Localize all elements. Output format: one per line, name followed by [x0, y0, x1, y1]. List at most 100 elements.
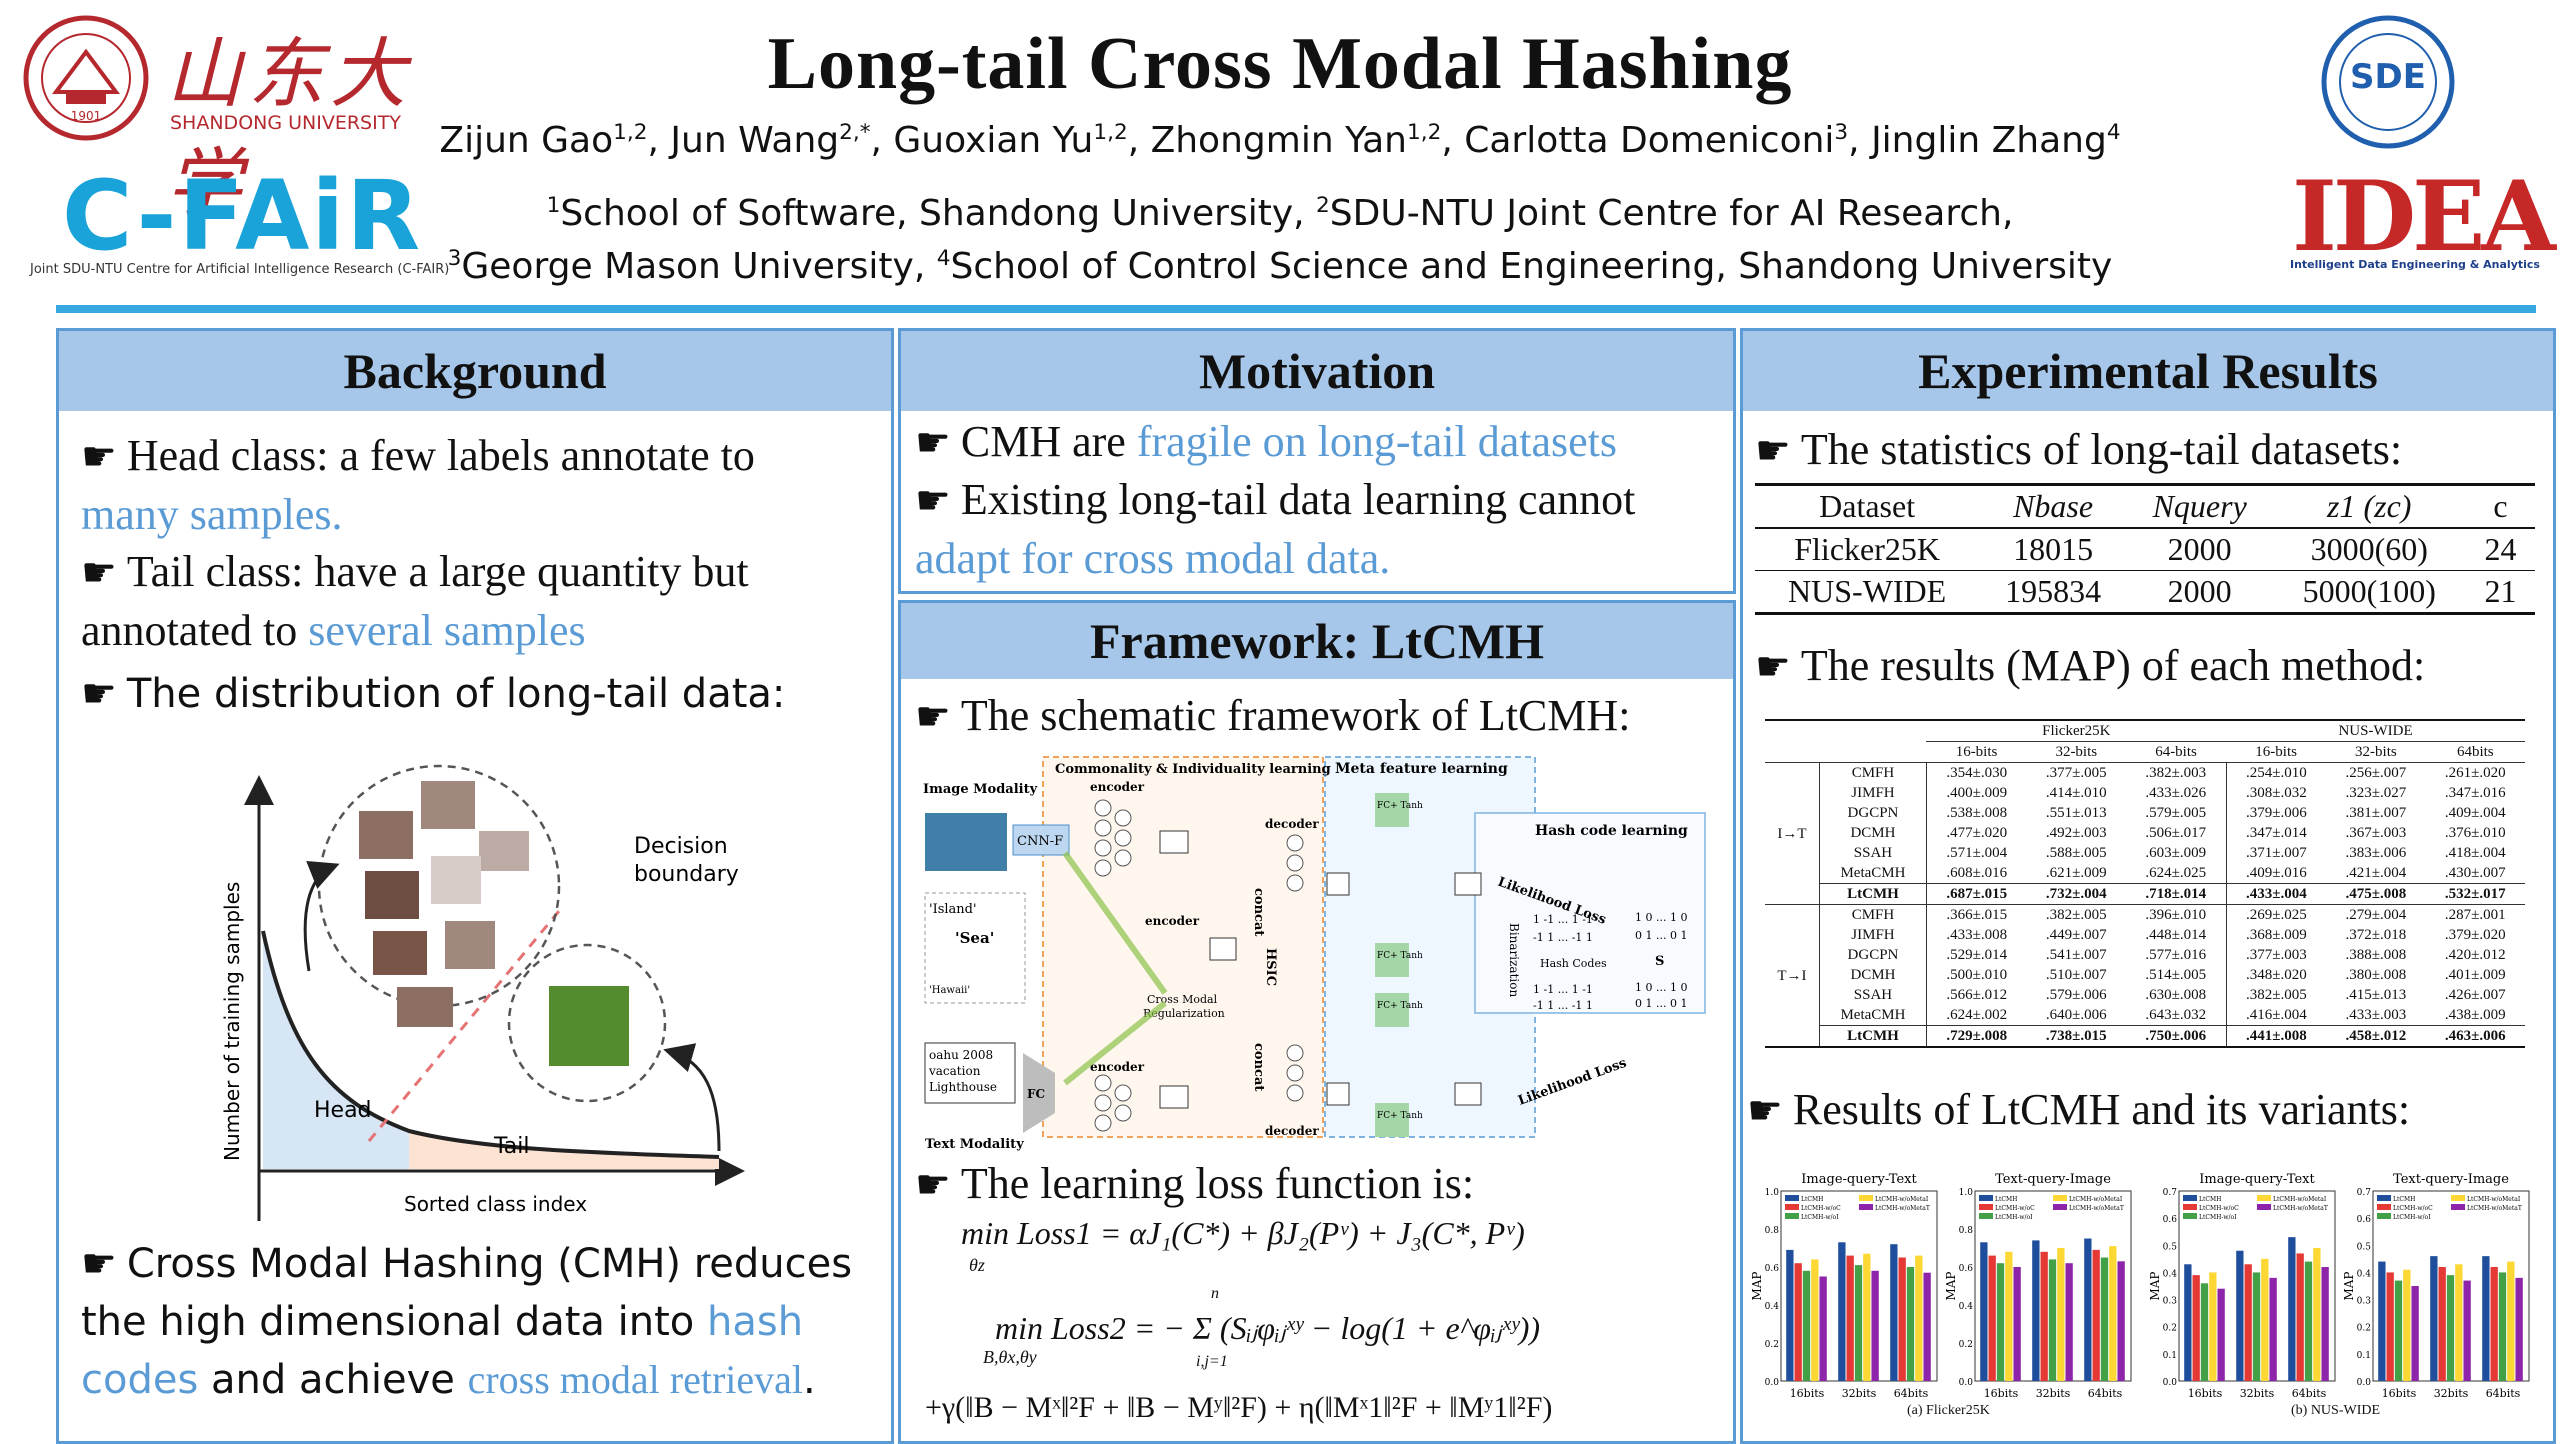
method-name: JIMFH: [1819, 783, 1927, 803]
map-value: .430±.007: [2444, 865, 2506, 881]
legend-label: LtCMH-w/oMetaT: [2467, 1205, 2522, 1212]
map-value: .532±.017: [2444, 886, 2506, 902]
pointing-hand-icon: ☛: [81, 434, 117, 479]
task-label: T→I: [1765, 904, 1820, 1047]
method-name: DCMH: [1819, 823, 1927, 843]
bar: [2013, 1267, 2021, 1381]
results-panel: Experimental Results ☛The statistics of …: [1740, 328, 2556, 1444]
bar: [1854, 1265, 1863, 1381]
hash-codes-label: Hash Codes: [1540, 957, 1607, 970]
bar: [2430, 1256, 2438, 1381]
legend-label: LtCMH-w/oC: [1801, 1205, 1841, 1212]
text-sample-2: vacation: [928, 1064, 981, 1078]
y-axis-label: MAP: [2342, 1271, 2356, 1300]
common-label: Commonality & Individuality learning: [1055, 762, 1331, 777]
map-value: .380±.008: [2345, 967, 2407, 983]
legend-swatch: [2257, 1204, 2271, 1210]
map-value: .379±.006: [2246, 805, 2307, 821]
legend-label: LtCMH-w/oMetaT: [2069, 1205, 2124, 1212]
x-tick-label: 64bits: [2486, 1387, 2521, 1400]
table-row: DGCPN.538±.008.551±.013.579±.005.379±.00…: [1765, 803, 2525, 823]
stats-cell: 2000: [2167, 531, 2232, 567]
y-tick-label: 0.1: [2163, 1351, 2177, 1361]
pointing-hand-icon: ☛: [915, 1162, 951, 1207]
bar: [2192, 1275, 2200, 1381]
stats-cell: 24: [2484, 531, 2517, 567]
bar: [2498, 1272, 2507, 1381]
pointing-hand-icon: ☛: [915, 478, 951, 523]
map-value: .579±.005: [2125, 803, 2227, 823]
head-label: Head: [314, 1098, 372, 1123]
pointing-hand-icon: ☛: [915, 694, 951, 739]
dog-photos-icon: [359, 781, 529, 1027]
caption-flicker: (a) Flicker25K: [1907, 1403, 1990, 1418]
bar: [1898, 1257, 1906, 1381]
map-value: .624±.002: [1946, 1007, 2008, 1023]
map-value: .414±.010: [2045, 785, 2107, 801]
map-value: .463±.006: [2444, 1028, 2506, 1044]
pointing-hand-icon: ☛: [81, 671, 117, 717]
map-value: .256±.007: [2345, 765, 2407, 781]
encoder-label-3: encoder: [1090, 1060, 1145, 1074]
table-row: DGCPN.529±.014.541±.007.577±.016.377±.00…: [1765, 945, 2525, 965]
table-row: JIMFH.400±.009.414±.010.433±.026.308±.03…: [1765, 783, 2525, 803]
text-modality-label: Text Modality: [925, 1137, 1024, 1152]
motivation-bullet-1: ☛CMH are fragile on long-tail datasets: [915, 417, 1618, 466]
bar: [2378, 1261, 2386, 1381]
legend-label: LtCMH-w/oMetaT: [1875, 1205, 1930, 1212]
bar: [2032, 1240, 2040, 1381]
map-value: .729±.008: [1946, 1028, 2008, 1044]
map-value: .492±.003: [2045, 825, 2107, 841]
cfair-subtitle: Joint SDU-NTU Centre for Artificial Inte…: [30, 262, 450, 277]
chart-title: Text-query-Image: [2393, 1172, 2509, 1187]
stats-cell: 21: [2484, 573, 2517, 609]
map-value: .577±.016: [2125, 945, 2227, 965]
bar: [1906, 1267, 1915, 1381]
background-bullet-3: ☛The distribution of long-tail data:: [81, 671, 786, 717]
loss-equation-3: +γ(‖B − Mˣ‖²F + ‖B − Mʸ‖²F) + η(‖Mˣ1‖²F …: [925, 1391, 1553, 1424]
map-value: .621±.009: [2045, 865, 2107, 881]
framework-bullet-1: ☛The schematic framework of LtCMH:: [915, 691, 1631, 740]
table-row: LtCMH.729±.008.738±.015.750±.006.441±.00…: [1765, 1025, 2525, 1047]
seal-year: 1901: [71, 109, 102, 123]
legend-label: LtCMH-w/oC: [1995, 1205, 2035, 1212]
bar: [2092, 1249, 2100, 1381]
bar: [1811, 1259, 1819, 1381]
bar: [2490, 1267, 2498, 1381]
legend-swatch: [2257, 1195, 2271, 1201]
legend-label: LtCMH-w/oMetaI: [2069, 1196, 2123, 1203]
sdu-seal-icon: 1901: [23, 15, 149, 141]
author-affiliation-sup: 1,2: [1407, 120, 1442, 145]
map-value: .541±.007: [2045, 947, 2107, 963]
cnn-label: CNN-F: [1017, 834, 1063, 849]
author-list: Zijun Gao1,2, Jun Wang2,*, Guoxian Yu1,2…: [439, 120, 2121, 161]
stats-cell: 2000: [2167, 573, 2232, 609]
sdu-name-en: SHANDONG UNIVERSITY: [170, 112, 401, 134]
legend-label: LtCMH-w/oI: [2199, 1214, 2237, 1221]
y-tick-label: 0.0: [2163, 1378, 2178, 1388]
bar: [2040, 1251, 2048, 1381]
y-axis-label: MAP: [1751, 1271, 1764, 1300]
table-row: JIMFH.433±.008.449±.007.448±.014.368±.00…: [1765, 925, 2525, 945]
hash-label: Hash code learning: [1535, 823, 1688, 839]
bar: [1846, 1255, 1854, 1381]
sde-text: SDE: [2350, 57, 2426, 97]
fc-tanh-label-4: FC+ Tanh: [1377, 1111, 1423, 1121]
bar: [2515, 1277, 2523, 1381]
island-tag: 'Island': [929, 902, 977, 917]
image-sample-icon: [925, 813, 1007, 871]
method-name: DCMH: [1819, 965, 1927, 985]
map-value: .458±.012: [2345, 1028, 2407, 1044]
map-value: .388±.008: [2345, 947, 2407, 963]
bits-header-cell: 16-bits: [1955, 744, 1998, 760]
regularization-label: Regularization: [1143, 1007, 1225, 1020]
map-value: .538±.008: [1946, 805, 2008, 821]
s-matrix-label: S: [1655, 954, 1664, 969]
sea-tag: 'Sea': [955, 929, 994, 947]
header-divider: [56, 305, 2536, 313]
x-tick-label: 64bits: [1894, 1387, 1929, 1400]
bits-header-cell: 64bits: [2456, 744, 2494, 760]
author-name: Zhongmin Yan: [1150, 120, 1407, 161]
